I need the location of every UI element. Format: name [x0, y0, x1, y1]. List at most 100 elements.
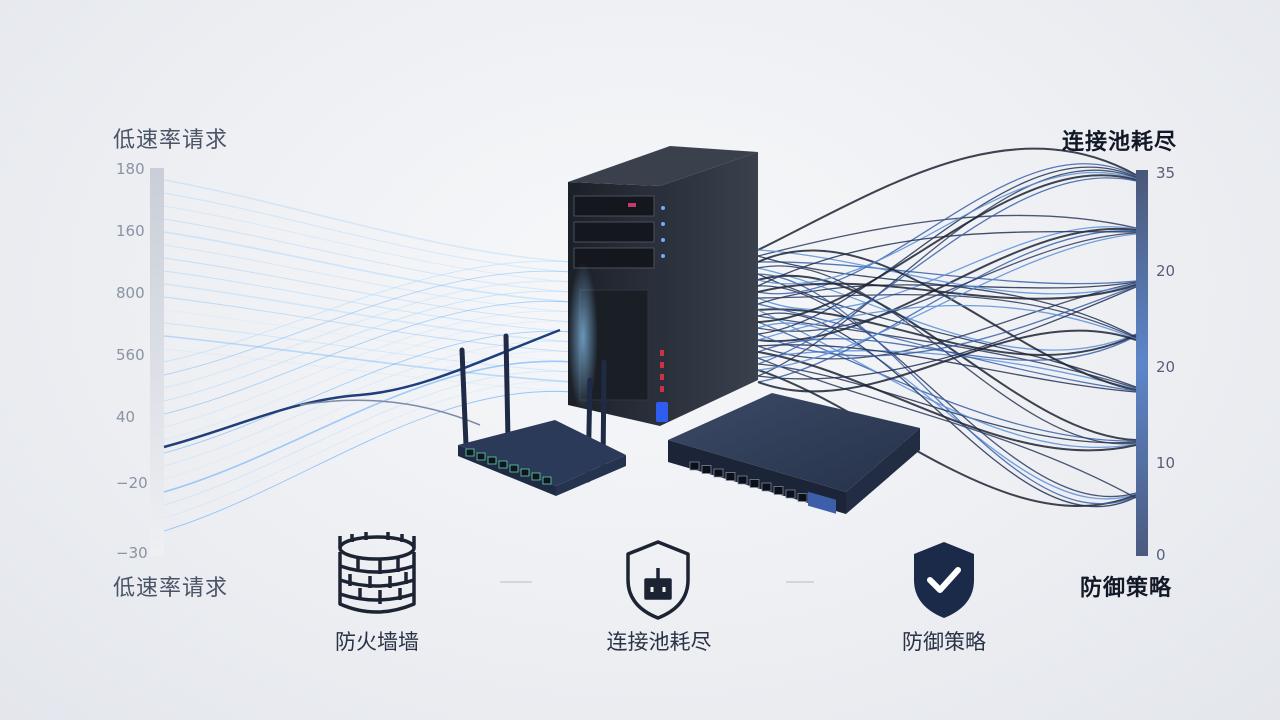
left-tick: 180 [116, 160, 145, 178]
light-streak [163, 380, 573, 519]
cable [757, 285, 1137, 357]
light-streak [163, 340, 573, 467]
right-tick: 20 [1156, 358, 1176, 376]
cable [757, 357, 1137, 499]
cable [757, 304, 1137, 341]
switch-port [797, 493, 808, 502]
cable [757, 233, 1137, 371]
light-streak [163, 270, 573, 376]
light-streak [163, 370, 573, 506]
router-port [509, 464, 519, 473]
cable [757, 303, 1137, 392]
tower-server [568, 146, 758, 426]
router-port [520, 468, 530, 477]
feature-label-defense-strategy: 防御策略 [902, 630, 986, 654]
left-tick: 40 [116, 408, 136, 426]
left-trend-line [163, 328, 561, 449]
cable [757, 363, 1137, 444]
left-trend-line-2 [299, 399, 481, 426]
light-streak [163, 390, 573, 532]
switch-port [773, 486, 784, 495]
light-streak [163, 280, 573, 389]
cable [757, 147, 1137, 251]
light-streak [163, 335, 573, 383]
cable [757, 171, 1137, 285]
light-streak [163, 310, 573, 428]
brick-tower-icon [338, 532, 416, 614]
router-port [531, 472, 541, 481]
light-streak [163, 270, 573, 333]
cable [757, 249, 1137, 295]
light-streak [163, 283, 573, 343]
cable [757, 273, 1137, 388]
cable [757, 294, 1137, 339]
light-streak [163, 322, 573, 373]
cable-bundle [757, 147, 1137, 507]
left-axis-title-bottom: 低速率请求 [113, 576, 229, 601]
left-tick: −20 [116, 474, 148, 492]
light-streak [163, 330, 573, 454]
cable [757, 329, 1137, 393]
router-port [476, 452, 486, 461]
left-axis-bar [150, 168, 164, 556]
right-axis-title-bottom: 防御策略 [1080, 576, 1173, 601]
light-streak [163, 309, 573, 363]
feature-label-firewall: 防火墙墙 [335, 630, 419, 654]
switch-port [701, 465, 712, 474]
light-streak [163, 290, 573, 402]
left-tick: 560 [116, 346, 145, 364]
power-button [656, 402, 668, 422]
right-tick: 10 [1156, 454, 1176, 472]
left-tick: −30 [116, 544, 148, 562]
right-axis-bar [1136, 170, 1148, 556]
light-streak [163, 192, 573, 273]
cable [757, 174, 1137, 323]
cable [757, 350, 1137, 390]
shield-check-icon [914, 542, 974, 618]
cable [757, 226, 1137, 310]
right-tick: 35 [1156, 164, 1176, 182]
router-port [487, 456, 497, 465]
switch-port [689, 461, 700, 471]
light-streak [163, 260, 573, 363]
router-port [542, 476, 552, 485]
cable [757, 169, 1137, 377]
router [458, 333, 626, 496]
switch-port [725, 472, 736, 481]
light-streaks [163, 179, 573, 532]
light-streak [163, 205, 573, 283]
right-tick: 20 [1156, 262, 1176, 280]
light-streak [163, 244, 573, 313]
left-axis-title-top: 低速率请求 [113, 128, 229, 153]
router-port [465, 448, 475, 457]
switch-port [713, 468, 724, 478]
cable [757, 351, 1137, 452]
shield-plug-icon [626, 540, 690, 620]
switch-port [749, 479, 760, 488]
light-streak [163, 300, 573, 415]
router-port [498, 460, 508, 469]
right-axis-title-top: 连接池耗尽 [1062, 130, 1178, 155]
switch-port [737, 475, 748, 485]
light-streak [163, 231, 573, 303]
switch-port [785, 489, 796, 499]
switch-port [761, 482, 772, 492]
cable [757, 309, 1137, 449]
right-tick: 0 [1156, 546, 1166, 564]
light-streak [163, 218, 573, 293]
light-streak [163, 320, 573, 441]
network-switch [668, 393, 920, 514]
cable [757, 255, 1137, 338]
left-tick: 800 [116, 284, 145, 302]
left-tick: 160 [116, 222, 145, 240]
light-streak [163, 360, 573, 493]
cable [757, 286, 1137, 380]
cable [757, 177, 1137, 365]
cable [757, 261, 1137, 285]
light-streak [163, 179, 573, 263]
light-streak [163, 348, 573, 393]
light-streak [163, 257, 573, 323]
light-streak [163, 350, 573, 480]
cable [757, 232, 1137, 332]
